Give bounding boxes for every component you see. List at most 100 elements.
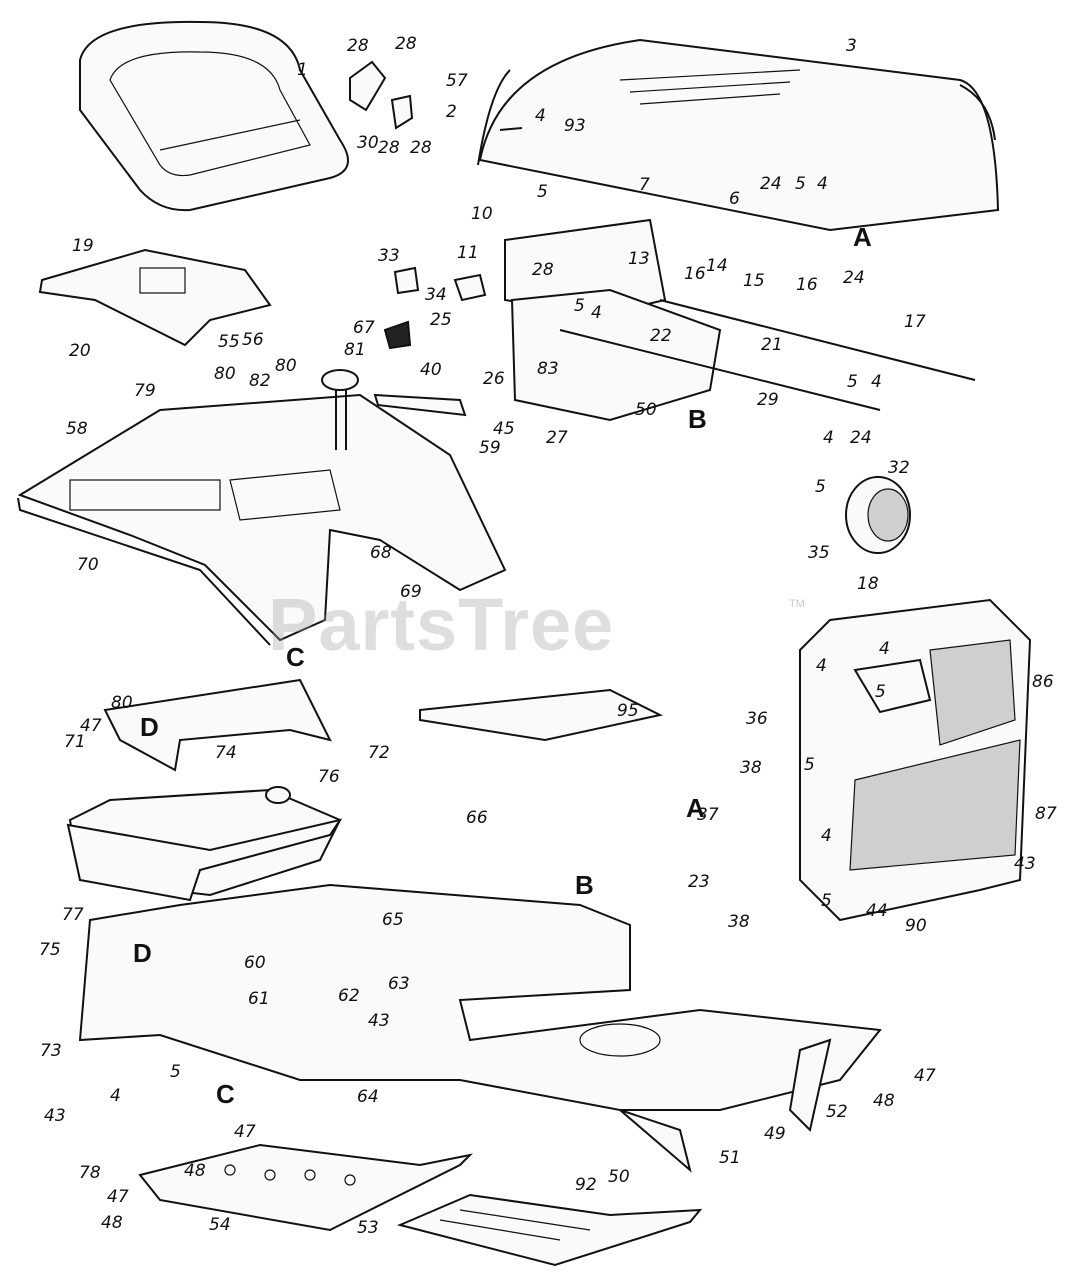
callout-29: 29 [757,390,779,410]
callout-36: 36 [746,709,768,729]
callout-72: 72 [368,743,390,763]
callout-16b: 16 [796,275,818,295]
rod-part [559,329,881,411]
callout-15: 15 [743,271,765,291]
ref-letter-c-fender: C [286,642,305,672]
callout-4d: 4 [871,372,882,392]
callout-10: 10 [471,204,493,224]
callout-63: 63 [388,974,410,994]
callout-38b: 38 [728,912,750,932]
callout-54: 54 [209,1215,231,1235]
callout-68: 68 [370,543,392,563]
ref-letter-b-frame: B [575,870,594,900]
callout-20: 20 [69,341,91,361]
callout-24: 24 [760,174,782,194]
callout-4f: 4 [879,639,890,659]
callout-35: 35 [808,543,830,563]
callout-14: 14 [706,256,728,276]
callout-47d: 47 [107,1187,129,1207]
ref-letter-a-top: A [853,222,872,252]
callout-87: 87 [1035,804,1057,824]
callout-58: 58 [66,419,88,439]
callout-5c: 5 [574,296,585,316]
callout-47: 47 [80,716,102,736]
callout-43: 43 [1014,854,1036,874]
ref-letter-c-foot: C [216,1079,235,1109]
callout-40: 40 [420,360,442,380]
callout-16: 16 [684,264,706,284]
callout-17: 17 [904,312,926,332]
callout-5i: 5 [170,1062,181,1082]
tank-bracket-part [103,678,332,772]
dash-panel-part [799,476,1032,922]
callout-62: 62 [338,986,360,1006]
lever-part [373,393,467,417]
callout-5: 5 [537,182,548,202]
callout-82: 82 [249,371,271,391]
callout-4: 4 [535,106,546,126]
callout-49: 49 [764,1124,786,1144]
gas-cap-part [321,369,359,450]
callout-4b: 4 [817,174,828,194]
callout-28e: 28 [532,260,554,280]
callout-2: 2 [446,102,457,122]
callout-50b: 50 [608,1167,630,1187]
callout-83: 83 [537,359,559,379]
ref-letter-b-top: B [688,404,707,434]
callout-50: 50 [635,400,657,420]
callout-95: 95 [617,701,639,721]
clip-part [453,273,487,302]
callout-51: 51 [719,1148,741,1168]
callout-24c: 24 [850,428,872,448]
callout-28d: 28 [410,138,432,158]
callout-71: 71 [64,732,86,752]
callout-64: 64 [357,1087,379,1107]
callout-37: 37 [697,805,719,825]
callout-92: 92 [575,1175,597,1195]
callout-45: 45 [493,419,515,439]
fuel-tank-part [66,786,343,902]
callout-3: 3 [846,36,857,56]
callout-34: 34 [425,285,447,305]
frame-part [78,883,882,1173]
callout-76: 76 [318,767,340,787]
callout-61: 61 [248,989,270,1009]
ref-letter-d-frame: D [133,938,152,968]
callout-22: 22 [650,326,672,346]
callout-90: 90 [905,916,927,936]
callout-4c: 4 [591,303,602,323]
callout-4h: 4 [821,826,832,846]
callout-80c: 80 [111,693,133,713]
callout-93: 93 [564,116,586,136]
callout-5e: 5 [815,477,826,497]
callout-65: 65 [382,910,404,930]
watermark-tm: TM [789,598,805,610]
callout-70: 70 [77,555,99,575]
callout-24b: 24 [843,268,865,288]
battery-cover-part [419,688,663,742]
callout-43c: 43 [44,1106,66,1126]
ignition-switch-part [393,266,420,295]
callout-30: 30 [357,133,379,153]
callout-28a: 28 [347,36,369,56]
callout-74: 74 [215,743,237,763]
callout-53: 53 [357,1218,379,1238]
callout-19: 19 [72,236,94,256]
seat-part [79,20,349,212]
callout-6: 6 [729,189,740,209]
callout-59: 59 [479,438,501,458]
ref-letter-a-dash: A [686,793,705,823]
callout-21: 21 [761,335,783,355]
callout-5d: 5 [847,372,858,392]
callout-38: 38 [740,758,762,778]
callout-4g: 4 [816,656,827,676]
footrest-part [138,1143,474,1232]
callout-32: 32 [888,458,910,478]
callout-5b: 5 [795,174,806,194]
callout-23: 23 [688,872,710,892]
bolt-part [499,127,523,131]
rod-part [659,299,976,381]
callout-48: 48 [873,1091,895,1111]
callout-66: 66 [466,808,488,828]
